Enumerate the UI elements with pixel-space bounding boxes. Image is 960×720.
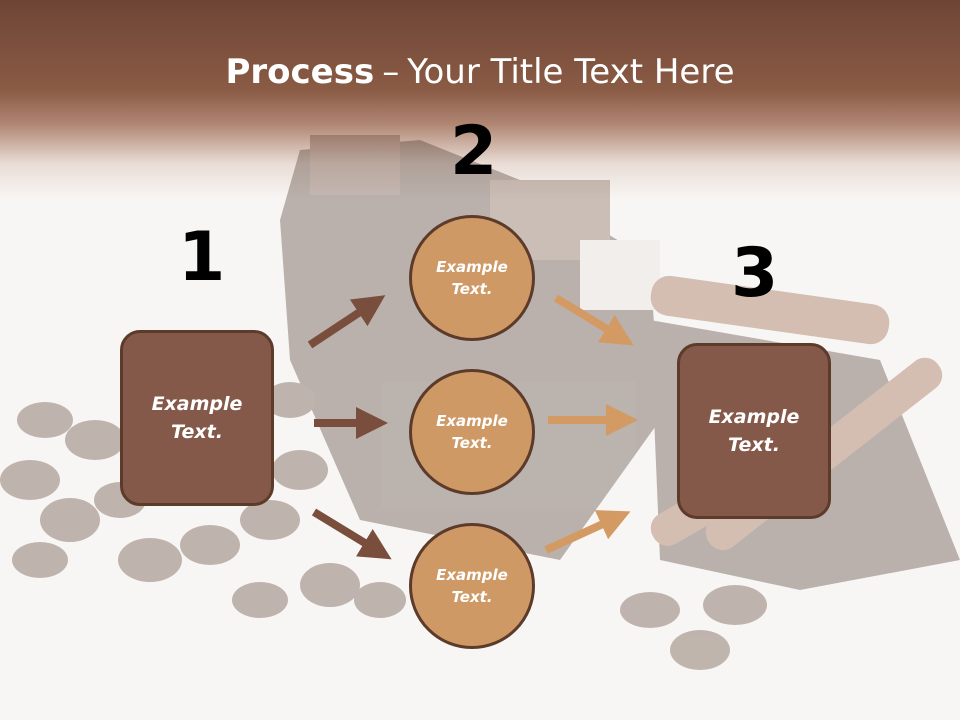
arrow-circle-top-to-box3 <box>553 294 634 346</box>
arrow-box1-to-circle-top <box>307 295 386 349</box>
slide-title: Process–Your Title Text Here <box>0 52 960 92</box>
step-number-3: 3 <box>731 234 779 313</box>
process-circle-top: Example Text. <box>409 215 535 341</box>
process-box-left: Example Text. <box>120 330 274 506</box>
process-box-right: Example Text. <box>677 343 831 519</box>
title-bold-part: Process <box>225 52 375 92</box>
title-rest: Your Title Text Here <box>407 52 735 92</box>
process-box-left-text: Example Text. <box>151 392 243 444</box>
process-circle-bottom-text: Example Text. <box>436 565 508 607</box>
arrow-circle-bottom-to-box3 <box>544 510 631 554</box>
arrow-box1-to-circle-bottom <box>311 508 392 560</box>
process-circle-bottom: Example Text. <box>409 523 535 649</box>
step-number-1: 1 <box>178 218 226 297</box>
step-number-2: 2 <box>450 112 498 191</box>
process-box-right-text: Example Text. <box>708 405 800 457</box>
title-dash: – <box>382 52 400 92</box>
process-circle-middle-text: Example Text. <box>436 411 508 453</box>
process-circle-top-text: Example Text. <box>436 257 508 299</box>
process-circle-middle: Example Text. <box>409 369 535 495</box>
header-band <box>0 0 960 200</box>
